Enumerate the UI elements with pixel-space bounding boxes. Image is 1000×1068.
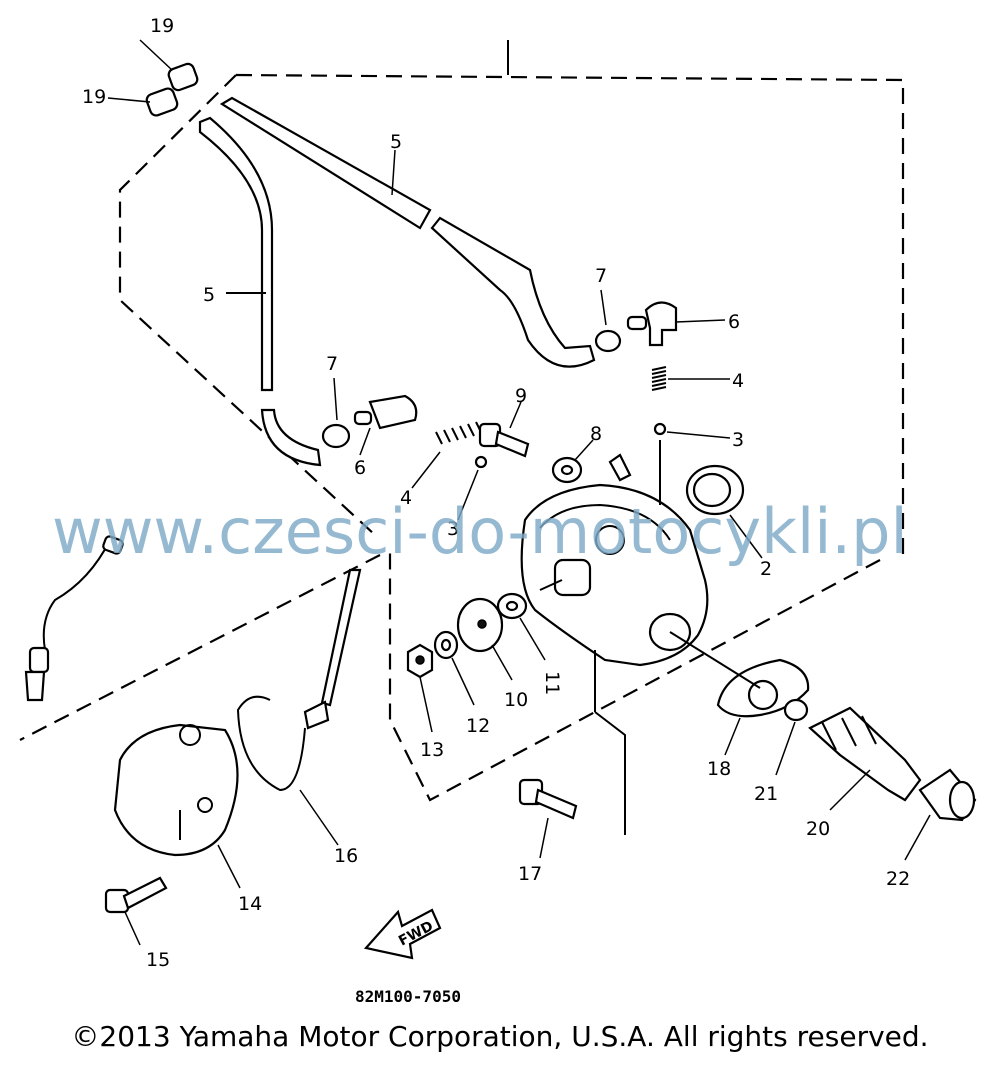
callout-17: 17 xyxy=(518,863,542,885)
cap-22 xyxy=(904,768,977,861)
drive-gear-20 xyxy=(808,706,922,811)
cable-16 xyxy=(236,568,362,846)
callout-3-left: 3 xyxy=(447,518,459,540)
callout-22: 22 xyxy=(886,868,910,890)
clip-7-right xyxy=(594,289,622,353)
drawing-number: 82M100-7050 xyxy=(355,987,461,1006)
bolt-15 xyxy=(104,876,168,946)
sensor-lead-left xyxy=(24,535,124,702)
cap-19-lower xyxy=(107,87,179,117)
callout-6-right: 6 xyxy=(728,311,740,333)
callout-5-lower: 5 xyxy=(203,284,215,306)
watermark-text: www.czesci-do-motocykli.pl xyxy=(52,495,908,568)
washer-11 xyxy=(496,592,546,661)
assembly-boundary xyxy=(19,40,905,802)
bolt-9 xyxy=(478,401,530,458)
callout-12: 12 xyxy=(466,715,490,737)
callout-15: 15 xyxy=(146,949,170,971)
banjo-6-right xyxy=(626,301,726,347)
callout-2: 2 xyxy=(760,558,772,580)
callout-10: 10 xyxy=(504,689,528,711)
callout-18: 18 xyxy=(707,758,731,780)
ball-3-right xyxy=(653,422,731,439)
hose-5-lower xyxy=(198,116,322,467)
callout-9: 9 xyxy=(515,385,527,407)
spring-4-right xyxy=(651,366,730,391)
spring-4-left xyxy=(411,421,483,489)
clip-7-left xyxy=(321,377,351,449)
callout-7-left: 7 xyxy=(326,353,338,375)
callout-21: 21 xyxy=(754,783,778,805)
callout-20: 20 xyxy=(806,818,830,840)
hose-5-upper xyxy=(219,96,596,368)
oil-pump-body xyxy=(520,440,709,835)
callout-5-upper: 5 xyxy=(390,131,402,153)
callout-19-lower: 19 xyxy=(82,86,106,108)
callout-6-left: 6 xyxy=(354,457,366,479)
oil-seal-2 xyxy=(685,464,763,559)
callout-14: 14 xyxy=(238,893,262,915)
ball-3-left xyxy=(457,455,488,521)
callout-8: 8 xyxy=(590,423,602,445)
copyright-notice: ©2013 Yamaha Motor Corporation, U.S.A. A… xyxy=(71,1020,929,1053)
callout-16: 16 xyxy=(334,845,358,867)
washer-8 xyxy=(551,439,594,484)
callout-19-upper: 19 xyxy=(150,15,174,37)
nut-13 xyxy=(406,643,434,733)
fwd-arrow: FWD xyxy=(363,908,442,960)
cover-14 xyxy=(113,723,241,889)
oring-21 xyxy=(775,698,809,776)
cap-19-upper xyxy=(139,39,199,92)
gasket-18 xyxy=(669,631,810,756)
bolt-17 xyxy=(518,778,578,859)
callout-labels: 19 19 5 5 7 7 6 6 4 4 3 3 9 8 2 11 10 12… xyxy=(82,15,910,971)
callout-4-right: 4 xyxy=(732,370,744,392)
washer-12 xyxy=(433,630,475,706)
banjo-6-left xyxy=(353,394,418,456)
callout-11: 11 xyxy=(541,671,563,695)
callout-3-right: 3 xyxy=(732,429,744,451)
callout-4-left: 4 xyxy=(400,487,412,509)
plate-10 xyxy=(456,597,513,681)
callout-7-right: 7 xyxy=(595,265,607,287)
callout-13: 13 xyxy=(420,739,444,761)
